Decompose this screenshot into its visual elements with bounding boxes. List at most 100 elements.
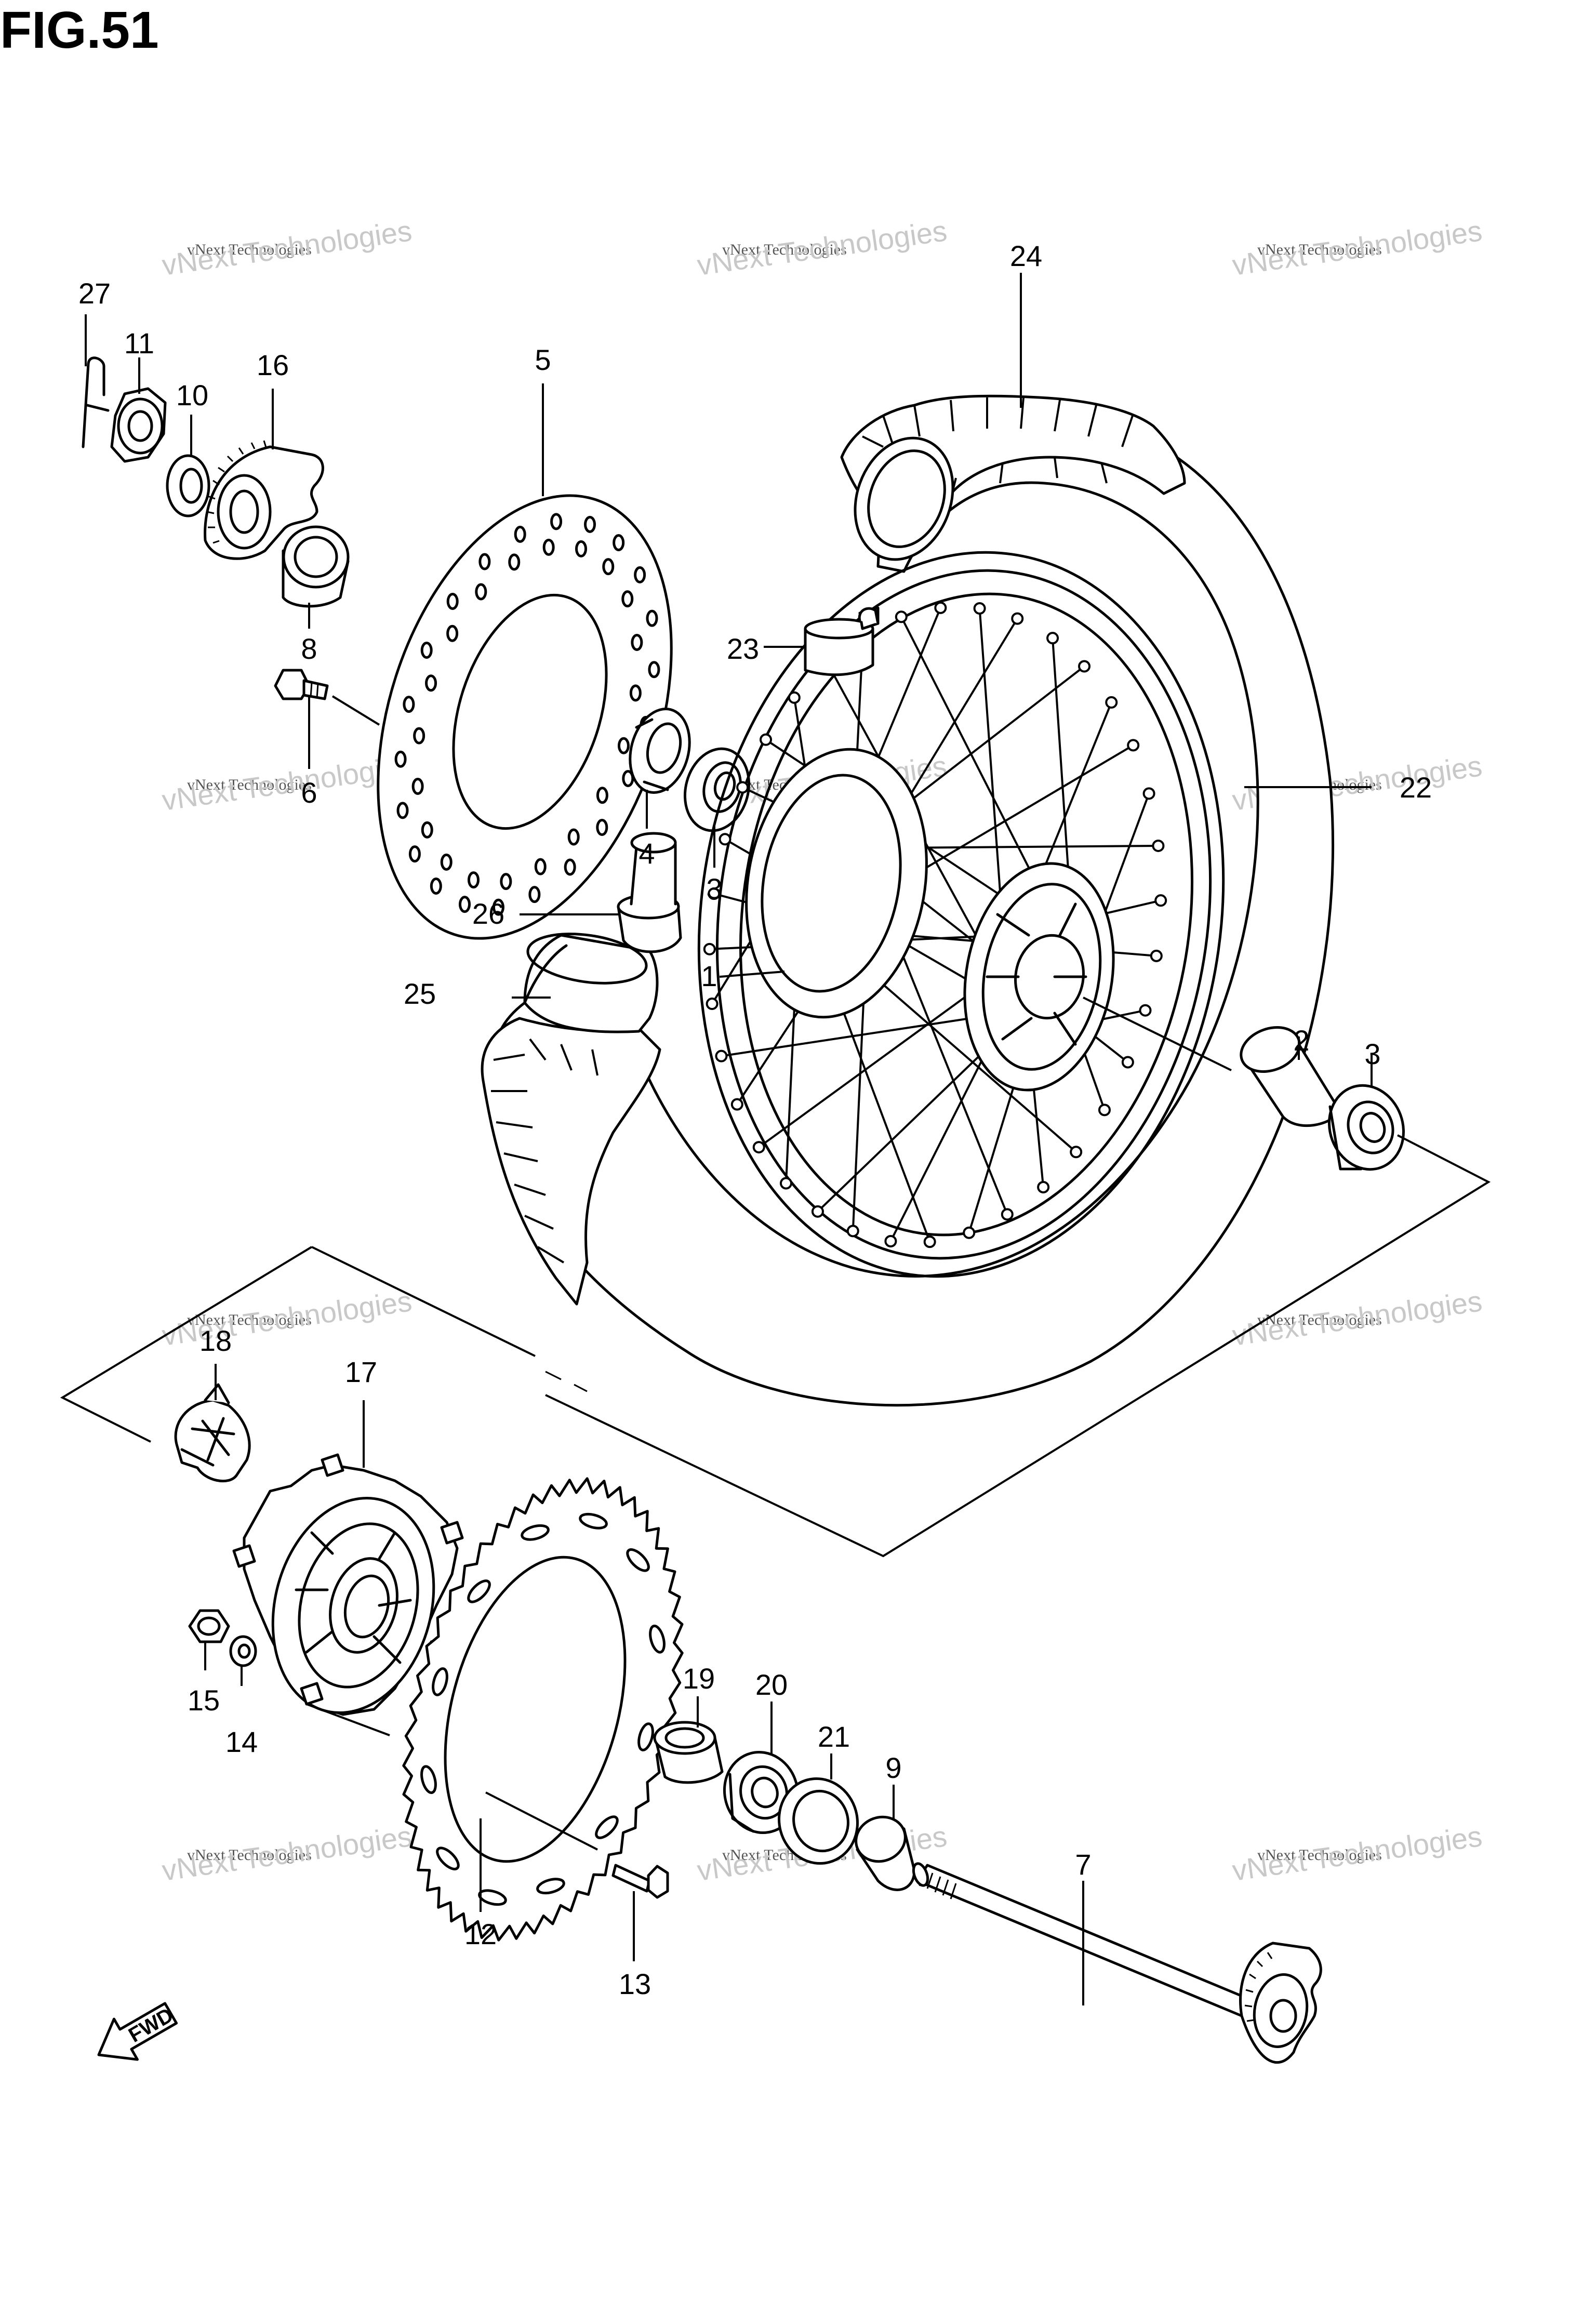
disc-hole bbox=[528, 886, 541, 903]
figure-title: FIG.51 bbox=[0, 1, 159, 59]
callout-1: 1 bbox=[701, 960, 717, 992]
watermark-line1: vNext Technologies bbox=[722, 241, 847, 258]
disc-hole bbox=[467, 871, 480, 889]
disc-hole bbox=[446, 624, 459, 642]
disc-hole bbox=[613, 534, 625, 551]
sprocket-slot bbox=[536, 1878, 565, 1895]
sprocket-slot bbox=[626, 1548, 650, 1572]
spoke-nipple bbox=[736, 781, 749, 794]
spoke-nipple bbox=[719, 833, 732, 846]
disc-hole bbox=[596, 787, 608, 804]
brake-disc bbox=[377, 494, 673, 940]
spoke-nipple bbox=[730, 1098, 743, 1111]
spoke-nipple bbox=[1105, 696, 1118, 709]
disc-hole bbox=[411, 778, 424, 795]
rim-lock bbox=[617, 832, 682, 953]
leader-lines bbox=[85, 273, 1373, 2005]
sprocket-slot bbox=[436, 1846, 460, 1870]
disc-hole bbox=[584, 515, 596, 533]
spoke-nipple bbox=[715, 1049, 728, 1062]
disc-hole bbox=[408, 845, 421, 863]
sprocket-collar bbox=[653, 1721, 724, 1784]
callout-18: 18 bbox=[200, 1324, 232, 1357]
callout-17: 17 bbox=[345, 1356, 377, 1388]
valve-stem bbox=[858, 607, 880, 625]
callout-14: 14 bbox=[225, 1725, 258, 1758]
spoke-nipple bbox=[703, 942, 716, 955]
disc-hole bbox=[564, 858, 576, 876]
spoke-nipple bbox=[1154, 894, 1167, 907]
disc-bolt bbox=[274, 669, 329, 700]
disc-hole bbox=[430, 878, 442, 895]
spoke-nipple bbox=[706, 998, 719, 1011]
callout-19: 19 bbox=[683, 1662, 715, 1695]
disc-hole bbox=[646, 609, 658, 627]
sprocket-slot bbox=[579, 1512, 608, 1530]
spoke-nipple bbox=[1152, 839, 1165, 852]
spoke-nipple bbox=[752, 1141, 765, 1154]
callout-9: 9 bbox=[885, 1751, 901, 1784]
spoke-nipple bbox=[1011, 612, 1024, 625]
spoke-nipple bbox=[1098, 1104, 1111, 1117]
sprocket-slot bbox=[595, 1815, 619, 1839]
spoke-nipple bbox=[1139, 1004, 1152, 1017]
spoke-nipple bbox=[708, 887, 721, 900]
disc-hole bbox=[648, 661, 660, 679]
oil-seal bbox=[629, 708, 691, 794]
spoke-nipple bbox=[1046, 632, 1059, 645]
disc-hole bbox=[631, 633, 643, 651]
chain-adjuster bbox=[204, 440, 324, 560]
disc-hole bbox=[421, 821, 433, 839]
callout-8: 8 bbox=[301, 632, 317, 665]
callout-12: 12 bbox=[464, 1918, 497, 1950]
disc-hole bbox=[617, 737, 630, 754]
watermark-line1: vNext Technologies bbox=[187, 1311, 312, 1328]
watermark-line1: vNext Technologies bbox=[1257, 241, 1382, 258]
rubber-damper bbox=[174, 1383, 251, 1483]
disc-hole bbox=[500, 873, 512, 891]
disc-hole bbox=[602, 558, 615, 576]
disc-hole bbox=[621, 590, 634, 608]
spoke-nipple bbox=[779, 1177, 792, 1190]
rim bbox=[697, 551, 1225, 1278]
spoke-nipple bbox=[1001, 1208, 1014, 1221]
callout-27: 27 bbox=[78, 277, 111, 310]
spoke-nipple bbox=[963, 1226, 976, 1239]
disc-hole bbox=[492, 898, 504, 916]
callouts: 27 11 10 16 8 6 5 4 3 24 23 22 26 25 1 2… bbox=[78, 240, 1432, 2000]
callout-26: 26 bbox=[472, 897, 504, 930]
watermark-line1: vNext Technologies bbox=[187, 1846, 312, 1864]
callout-23: 23 bbox=[727, 632, 759, 665]
spoke-nipple bbox=[1078, 660, 1091, 673]
tube bbox=[523, 944, 568, 1004]
spoke-nipple bbox=[1150, 949, 1163, 962]
washer bbox=[166, 454, 210, 517]
spoke-nipple bbox=[760, 733, 773, 746]
wheel-hub bbox=[745, 748, 1115, 1092]
spacer-collar bbox=[282, 525, 350, 608]
tire bbox=[481, 394, 1334, 1407]
sprocket-slot bbox=[649, 1625, 666, 1654]
disc-hole bbox=[514, 525, 526, 543]
spoke-nipple bbox=[973, 602, 986, 615]
disc-hole bbox=[508, 553, 521, 571]
disc-hole bbox=[425, 674, 437, 692]
spoke-nipple bbox=[884, 1235, 897, 1248]
sprocket-oil-seal bbox=[778, 1777, 859, 1865]
sprocket-nut bbox=[188, 1609, 230, 1643]
sprocket-slot bbox=[637, 1722, 654, 1751]
spoke bbox=[758, 968, 1004, 1148]
sprocket-slot bbox=[521, 1524, 550, 1541]
spoke-nipple bbox=[934, 601, 947, 614]
spoke-nipple bbox=[895, 610, 908, 623]
callout-25: 25 bbox=[404, 977, 436, 1010]
disc-hole bbox=[396, 802, 409, 819]
rear-sprocket bbox=[402, 1477, 684, 1942]
callout-3-top: 3 bbox=[706, 872, 722, 905]
callout-22: 22 bbox=[1400, 771, 1432, 804]
disc-hole bbox=[475, 583, 487, 601]
castle-nut bbox=[110, 387, 167, 463]
disc-hole bbox=[542, 538, 555, 556]
callout-13: 13 bbox=[619, 1968, 651, 2000]
